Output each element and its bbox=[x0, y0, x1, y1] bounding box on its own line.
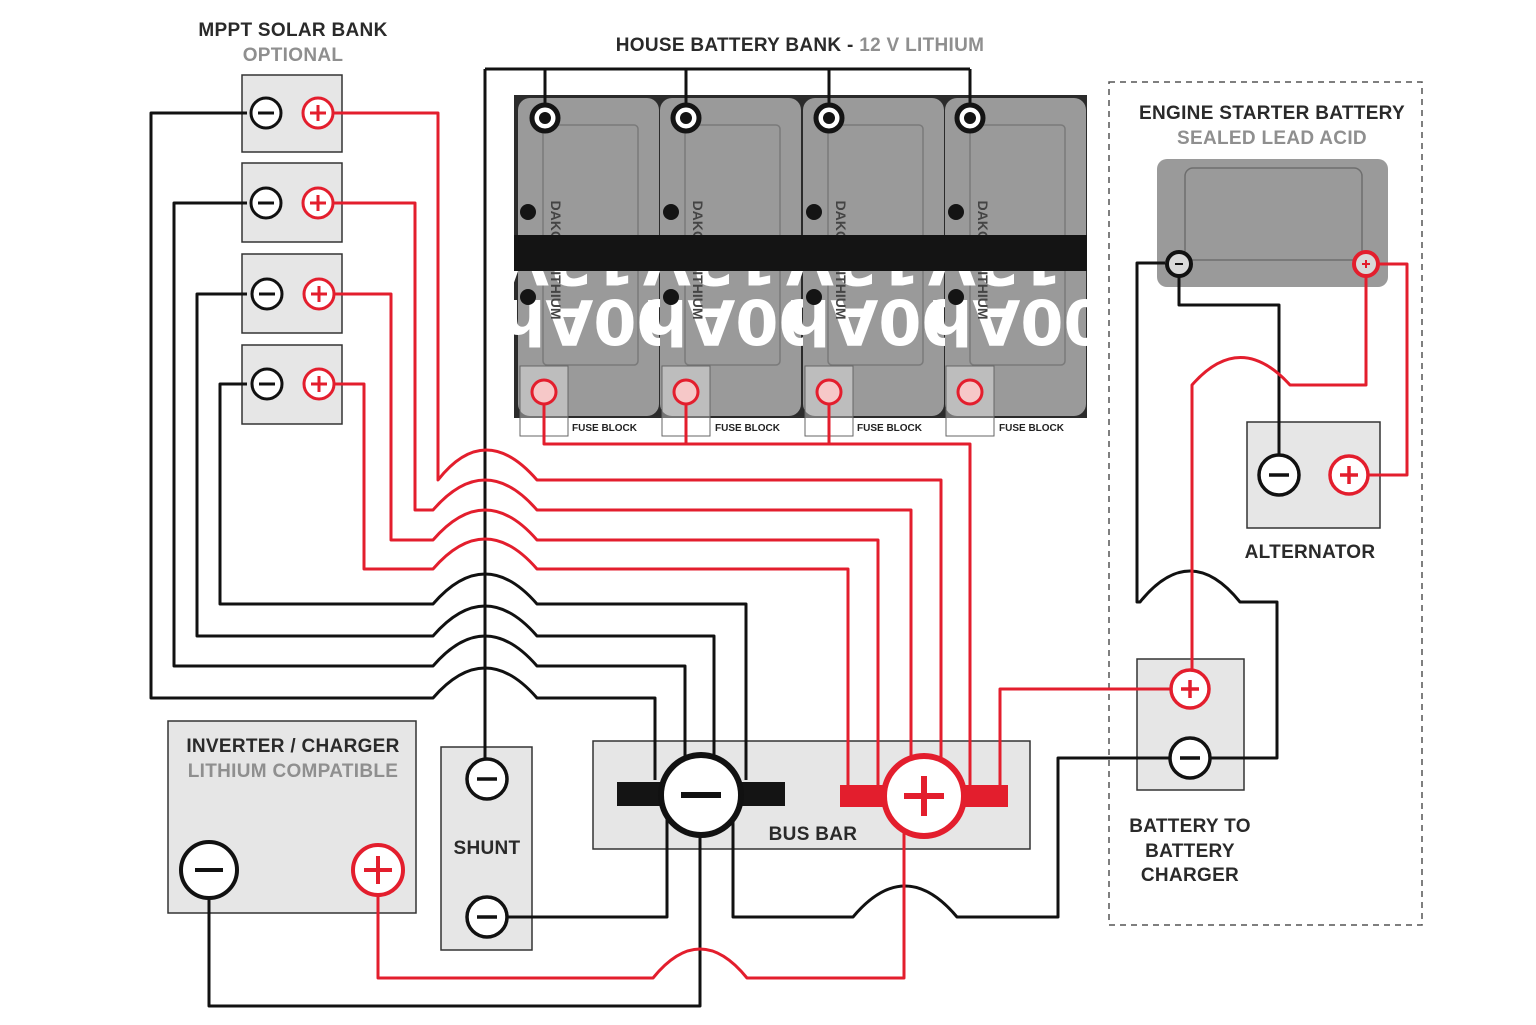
starter-battery-title: ENGINE STARTER BATTERY bbox=[1139, 103, 1405, 124]
battery-capacity-text: 100Ah bbox=[928, 285, 1150, 358]
shunt-top-terminal-icon bbox=[465, 757, 509, 801]
inverter-negative-terminal-icon bbox=[179, 840, 239, 900]
b2b-label-line2: BATTERY bbox=[1145, 841, 1235, 862]
house-bank-title-sub: 12 V LITHIUM bbox=[859, 35, 984, 56]
plus-terminal-icon bbox=[301, 186, 335, 220]
starter-negative-terminal-icon bbox=[1165, 250, 1193, 278]
solar-terminals bbox=[249, 96, 336, 401]
fuse-block-label-3: FUSE BLOCK bbox=[857, 423, 923, 434]
house-bank-title: HOUSE BATTERY BANK - 12 V LITHIUM bbox=[616, 35, 984, 56]
inverter-subtitle: LITHIUM COMPATIBLE bbox=[188, 761, 399, 782]
alternator-negative-terminal-icon bbox=[1257, 453, 1301, 497]
shunt-bottom-terminal-icon bbox=[465, 895, 509, 939]
plus-terminal-icon bbox=[301, 96, 335, 130]
shunt-label: SHUNT bbox=[454, 838, 521, 859]
bus-bar-positive-stud bbox=[881, 753, 967, 839]
bus-bar-negative-stud bbox=[658, 752, 744, 838]
solar-bank-title: MPPT SOLAR BANK bbox=[198, 20, 387, 41]
alternator-label: ALTERNATOR bbox=[1245, 542, 1376, 563]
minus-terminal-icon bbox=[250, 367, 284, 401]
starter-positive-terminal-icon bbox=[1352, 250, 1380, 278]
starter-battery bbox=[1157, 159, 1388, 287]
positive-wires bbox=[333, 111, 1409, 980]
minus-terminal-icon bbox=[249, 186, 283, 220]
starter-battery-subtitle: SEALED LEAD ACID bbox=[1177, 128, 1367, 149]
battery-side-dots bbox=[520, 204, 964, 305]
b2b-negative-terminal-icon bbox=[1168, 736, 1212, 780]
engine-section-border bbox=[1108, 81, 1423, 926]
b2b-label-line3: CHARGER bbox=[1141, 865, 1239, 886]
fuse-block-label-2: FUSE BLOCK bbox=[715, 423, 781, 434]
minus-terminal-icon bbox=[250, 277, 284, 311]
battery-strap bbox=[514, 235, 1087, 271]
inverter-positive-terminal-icon bbox=[351, 843, 405, 897]
negative-wires bbox=[149, 67, 1281, 1008]
house-bank-title-main: HOUSE BATTERY BANK - bbox=[616, 35, 859, 56]
minus-terminal-icon bbox=[249, 96, 283, 130]
plus-terminal-icon bbox=[302, 367, 336, 401]
solar-bank-subtitle: OPTIONAL bbox=[243, 45, 344, 66]
b2b-label-line1: BATTERY TO bbox=[1129, 816, 1251, 837]
bus-bar-label: BUS BAR bbox=[769, 824, 858, 845]
inverter-title: INVERTER / CHARGER bbox=[186, 736, 399, 757]
alternator-positive-terminal-icon bbox=[1328, 454, 1370, 496]
plus-terminal-icon bbox=[302, 277, 336, 311]
house-negative-terminals bbox=[529, 102, 986, 134]
fuse-block-label-1: FUSE BLOCK bbox=[572, 423, 638, 434]
b2b-positive-terminal-icon bbox=[1169, 668, 1211, 710]
fuse-block-label-4: FUSE BLOCK bbox=[999, 423, 1065, 434]
